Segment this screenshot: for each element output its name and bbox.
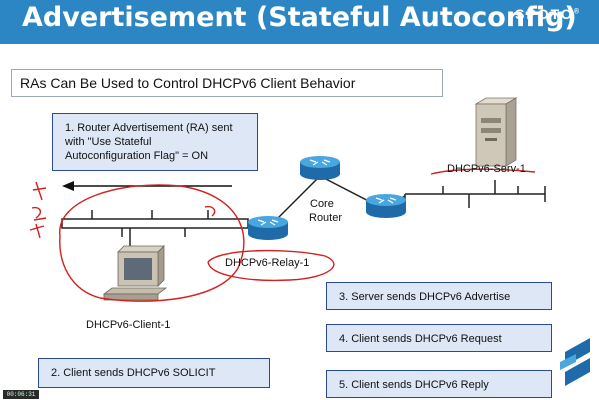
brand-logo-text: SPOTO® <box>515 6 581 22</box>
step5-text: 5. Client sends DHCPv6 Reply <box>339 379 489 391</box>
core-router-label-line1: Core <box>310 198 334 210</box>
step1-line1: 1. Router Advertisement (RA) sent <box>65 122 233 134</box>
circle-relay-label <box>207 249 335 282</box>
step3-text: 3. Server sends DHCPv6 Advertise <box>339 291 511 303</box>
ra-arrow-head <box>62 181 74 191</box>
slide-title: Advertisement (Stateful Autoconfig) <box>22 2 577 33</box>
handwritten-glyph <box>31 206 47 221</box>
relay-label: DHCPv6-Relay-1 <box>225 257 310 269</box>
client-pc-icon <box>102 245 168 301</box>
handwritten-glyph <box>32 181 47 201</box>
step2-text: 2. Client sends DHCPv6 SOLICIT <box>51 367 216 379</box>
step1-line3: Autoconfiguration Flag" = ON <box>65 150 209 162</box>
server-icon <box>474 97 518 167</box>
subtitle-text: RAs Can Be Used to Control DHCPv6 Client… <box>20 75 356 91</box>
server-label: DHCPv6-Serv-1 <box>447 163 526 175</box>
core-router-icon <box>300 156 340 180</box>
underline-server-label <box>430 168 536 175</box>
client-lan-segment <box>61 218 249 229</box>
header-banner: Advertisement (Stateful Autoconfig) SPOT… <box>0 0 599 44</box>
circle-client-area <box>59 184 245 302</box>
step5-callout: 5. Client sends DHCPv6 Reply <box>326 370 552 398</box>
edge-router-icon <box>366 194 406 218</box>
step4-text: 4. Client sends DHCPv6 Request <box>339 333 502 345</box>
subtitle-box: RAs Can Be Used to Control DHCPv6 Client… <box>11 69 443 97</box>
handwritten-glyph <box>29 223 45 239</box>
client-label: DHCPv6-Client-1 <box>86 319 171 331</box>
step4-callout: 4. Client sends DHCPv6 Request <box>326 324 552 352</box>
step3-callout: 3. Server sends DHCPv6 Advertise <box>326 282 552 310</box>
video-timer: 00:06:31 <box>3 390 39 399</box>
relay-router-icon <box>248 216 288 240</box>
core-router-label-line2: Router <box>309 212 343 224</box>
tick-mark <box>204 205 216 217</box>
step1-callout: 1. Router Advertisement (RA) sent with "… <box>52 113 258 171</box>
watermark-logo-icon <box>560 338 590 386</box>
step1-line2: with "Use Stateful <box>65 136 152 148</box>
step2-callout: 2. Client sends DHCPv6 SOLICIT <box>38 358 270 388</box>
